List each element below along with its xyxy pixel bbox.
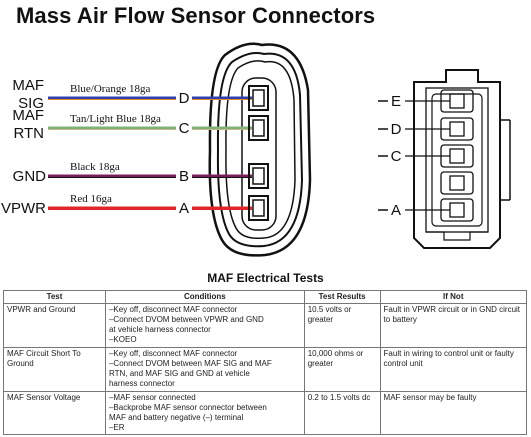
col-header-test: Test bbox=[3, 290, 106, 304]
test-conditions: –MAF sensor connected–Backprobe MAF sens… bbox=[104, 391, 305, 435]
condition-line: –ER bbox=[108, 423, 125, 432]
condition-line: MAF and battery negative (–) terminal bbox=[108, 413, 244, 422]
pin-terminal-inner bbox=[252, 199, 265, 217]
pin-terminal bbox=[248, 115, 269, 141]
pin-terminal bbox=[449, 202, 465, 218]
signal-name: VPWR bbox=[1, 200, 46, 217]
pin-terminal bbox=[248, 195, 269, 221]
test-name: VPWR and Ground bbox=[3, 303, 106, 348]
test-result: 0.2 to 1.5 volts dc bbox=[303, 391, 381, 435]
pin-terminal bbox=[449, 93, 465, 109]
pin-letter: D bbox=[179, 90, 190, 107]
signal-name: MAF bbox=[12, 77, 44, 94]
signal-name: MAF bbox=[12, 107, 44, 124]
condition-line: harness connector bbox=[108, 379, 175, 388]
if-not-text: MAF sensor may be faulty bbox=[379, 391, 528, 435]
pin-group: E bbox=[378, 89, 474, 113]
condition-line: –Connect DVOM between VPWR and GND bbox=[108, 315, 264, 324]
pin-letter: A bbox=[391, 202, 401, 219]
if-not-text: Fault in VPWR circuit or in GND circuit … bbox=[379, 303, 528, 348]
signal-name-line2: RTN bbox=[13, 125, 44, 142]
table-row: VPWR and Ground–Key off, disconnect MAF … bbox=[3, 303, 528, 348]
pin-group: D bbox=[378, 117, 474, 141]
test-name: MAF Circuit Short To Ground bbox=[3, 347, 106, 392]
table-row: MAF Circuit Short To Ground–Key off, dis… bbox=[3, 347, 528, 392]
col-header-conditions: Conditions bbox=[104, 290, 305, 304]
condition-line: –MAF sensor connected bbox=[108, 393, 196, 402]
test-conditions: –Key off, disconnect MAF connector–Conne… bbox=[104, 303, 305, 348]
table-title: MAF Electrical Tests bbox=[207, 271, 324, 285]
pin-letter: A bbox=[179, 200, 189, 217]
condition-line: –Connect DVOM between MAF SIG and MAF bbox=[108, 359, 272, 368]
pin-terminal bbox=[449, 148, 465, 164]
pin-terminal bbox=[248, 163, 269, 189]
pin-group bbox=[440, 171, 474, 195]
pin-terminal-inner bbox=[252, 119, 265, 137]
condition-line: –Key off, disconnect MAF connector bbox=[108, 349, 238, 358]
right-connector bbox=[413, 69, 511, 249]
pin-group: A bbox=[378, 198, 474, 222]
test-result: 10.5 volts or greater bbox=[303, 303, 381, 348]
wire-label: Red 16ga bbox=[70, 193, 112, 205]
pin-terminal bbox=[248, 85, 269, 111]
pin-letter: E bbox=[391, 93, 401, 110]
pin-terminal bbox=[449, 175, 465, 191]
wire-label: Black 18ga bbox=[70, 161, 120, 173]
pin-letter: C bbox=[179, 120, 190, 137]
col-header-if-not: If Not bbox=[379, 290, 528, 304]
pin-cavity bbox=[440, 171, 474, 195]
wire-label: Tan/Light Blue 18ga bbox=[70, 113, 161, 125]
if-not-text: Fault in wiring to control unit or fault… bbox=[379, 347, 528, 392]
left-connector bbox=[208, 42, 312, 257]
condition-line: –KOEO bbox=[108, 335, 137, 344]
pin-group: C bbox=[378, 144, 474, 168]
table-header-row: Test Conditions Test Results If Not bbox=[3, 290, 528, 304]
test-conditions: –Key off, disconnect MAF connector–Conne… bbox=[104, 347, 305, 392]
col-header-test-results: Test Results bbox=[303, 290, 381, 304]
condition-line: at vehicle harness connector bbox=[108, 325, 211, 334]
pin-letter: C bbox=[391, 148, 402, 165]
pin-terminal bbox=[449, 121, 465, 137]
pin-letter: D bbox=[391, 121, 402, 138]
table-row: MAF Sensor Voltage–MAF sensor connected–… bbox=[3, 391, 528, 435]
maf-tests-table: Test Conditions Test Results If Not VPWR… bbox=[3, 290, 528, 435]
condition-line: –Backprobe MAF sensor connector between bbox=[108, 403, 267, 412]
test-result: 10,000 ohms or greater bbox=[303, 347, 381, 392]
pin-terminal-inner bbox=[252, 167, 265, 185]
test-name: MAF Sensor Voltage bbox=[3, 391, 106, 435]
signal-name: GND bbox=[13, 168, 47, 185]
diagram-title: Mass Air Flow Sensor Connectors bbox=[16, 3, 376, 28]
pin-terminal-inner bbox=[252, 89, 265, 107]
signal-name-line2: SIG bbox=[18, 95, 44, 112]
pin-letter: B bbox=[179, 168, 189, 185]
wire-label: Blue/Orange 18ga bbox=[70, 83, 150, 95]
condition-line: –Key off, disconnect MAF connector bbox=[108, 305, 238, 314]
condition-line: RTN, and MAF SIG and GND at vehicle bbox=[108, 369, 250, 378]
